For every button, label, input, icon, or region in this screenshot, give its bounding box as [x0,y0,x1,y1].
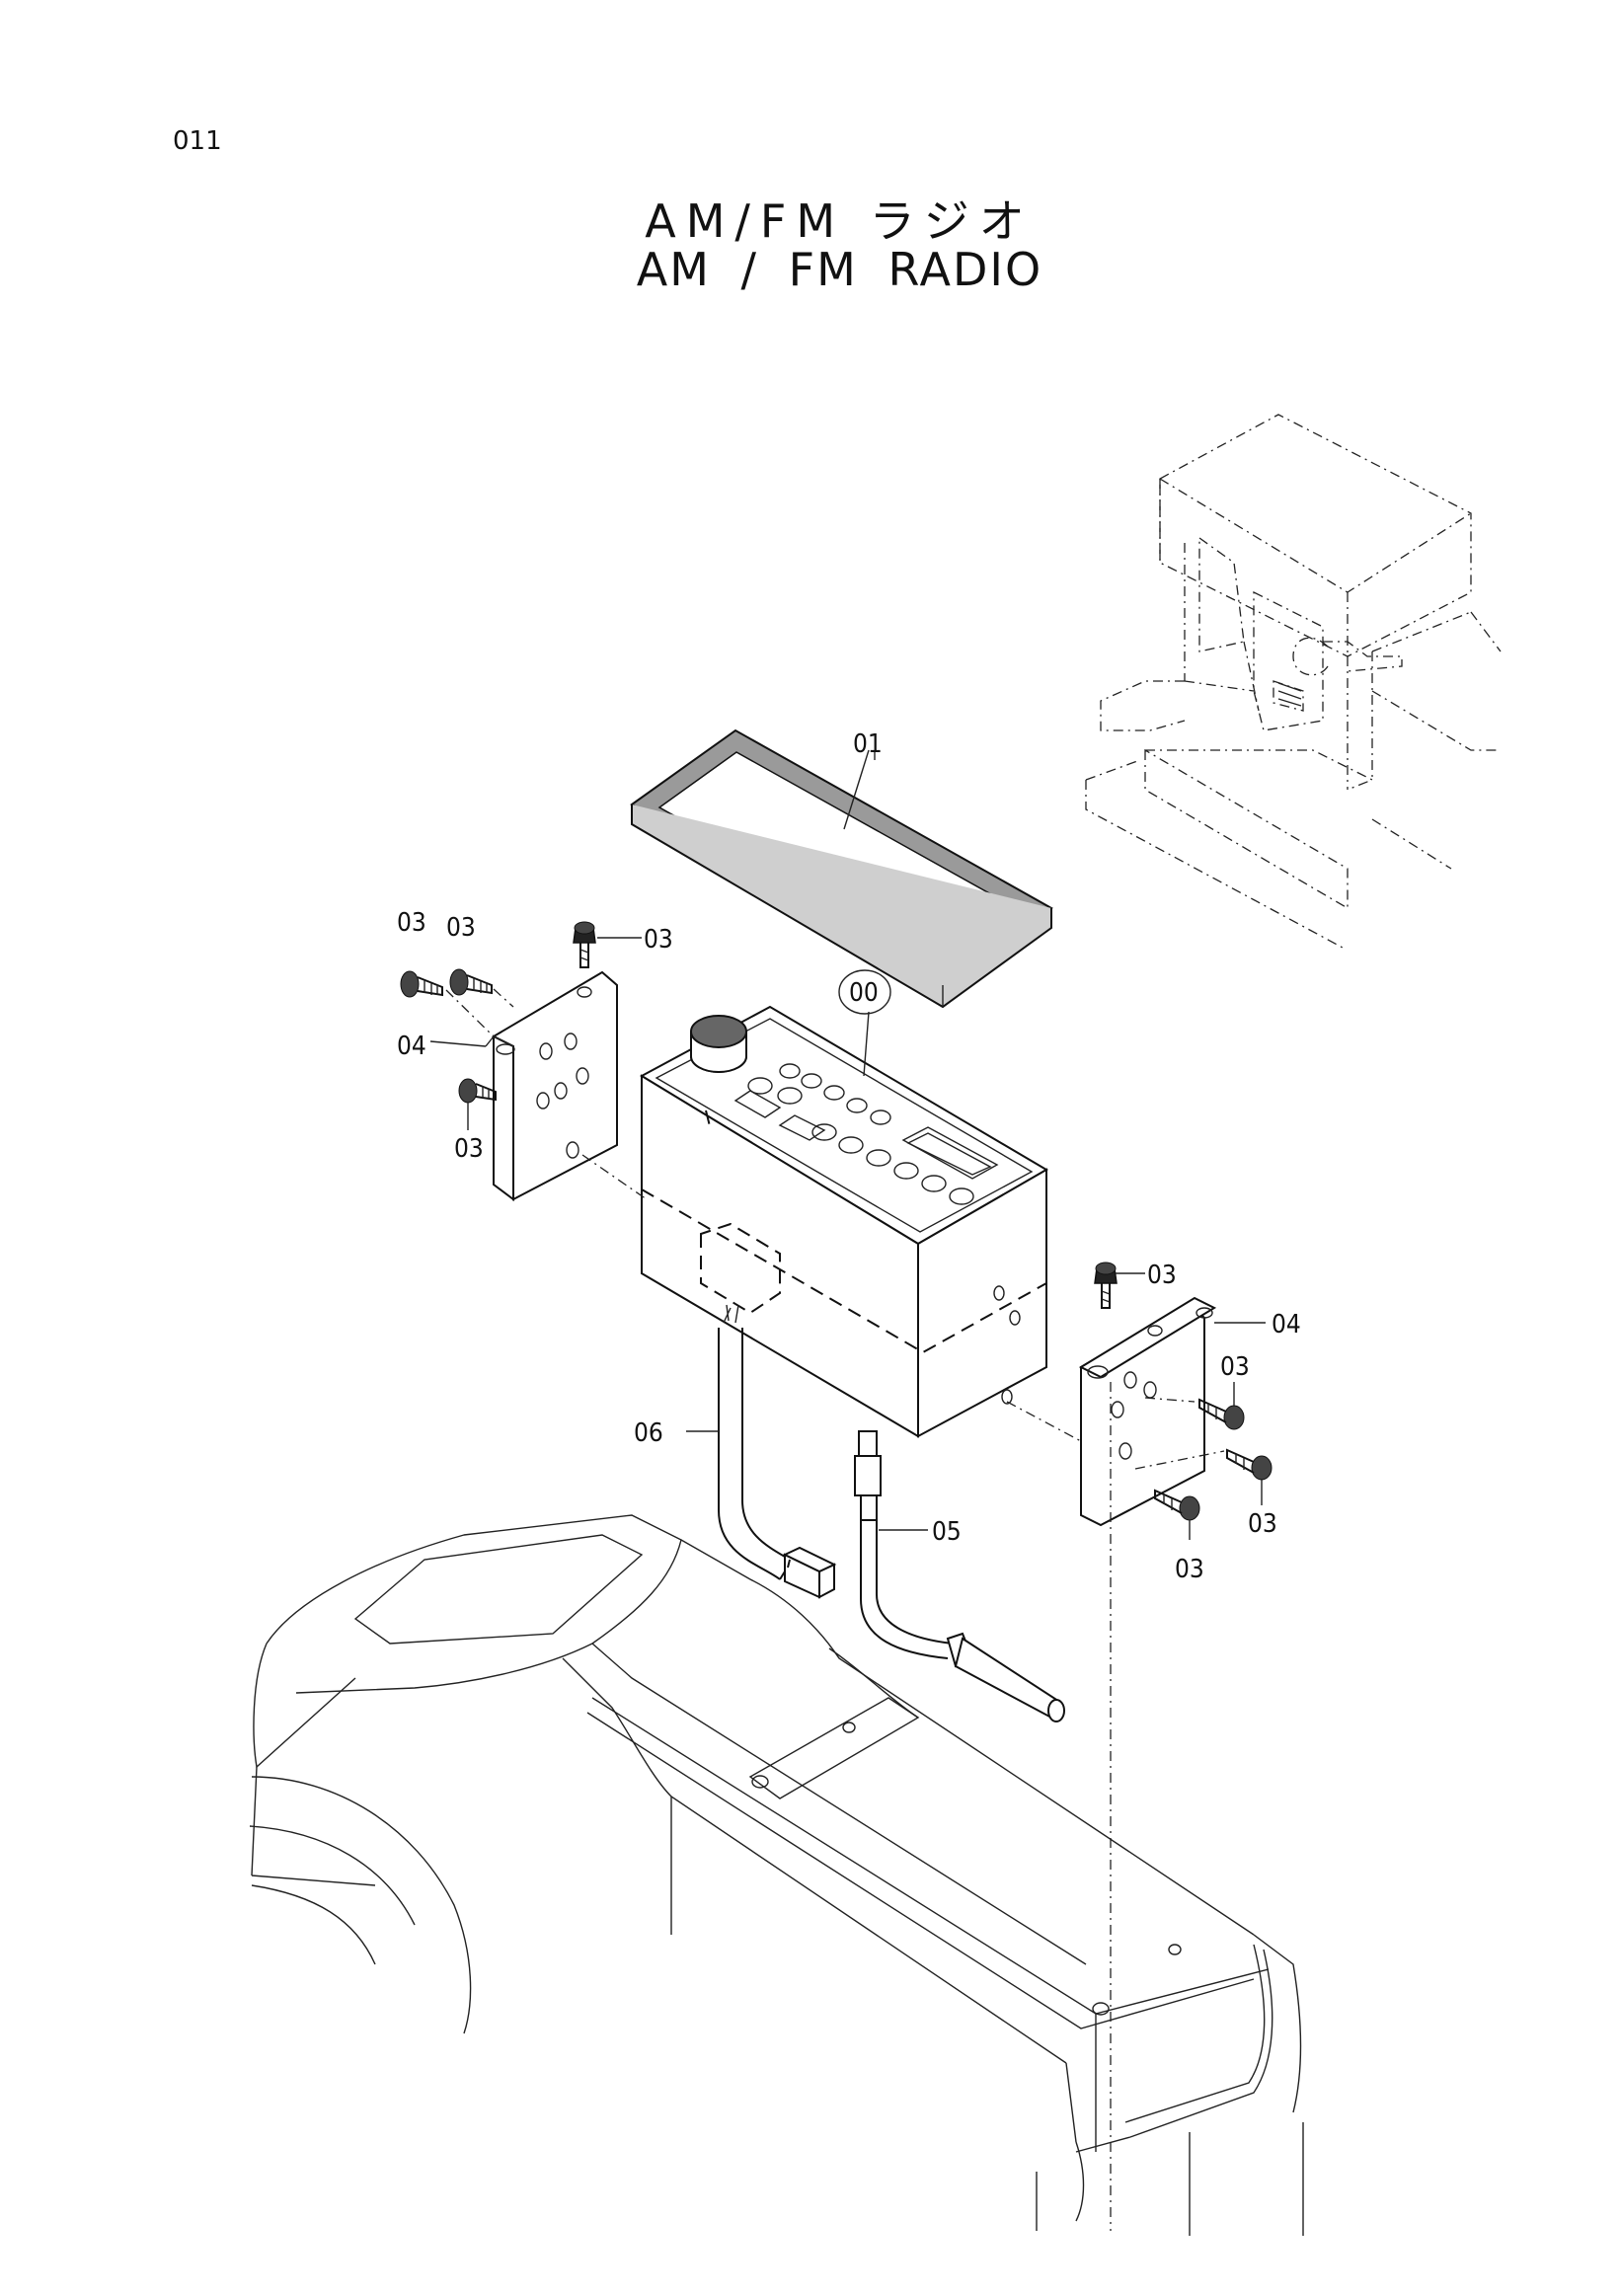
title-english: AM / FM RADIO [636,243,1043,296]
callout-03-c: 03 [644,925,673,955]
callout-03-g: 03 [1248,1509,1277,1539]
part-06-wire-harness [718,1304,837,1599]
part-04-left-bracket [485,970,648,1201]
page-number: 011 [173,126,222,156]
callout-04-right: 04 [1272,1310,1301,1339]
cab-outline [1085,414,1502,949]
callout-03-h: 03 [1175,1555,1204,1584]
callout-04-left: 04 [397,1032,426,1061]
callout-05: 05 [932,1517,962,1547]
callout-leaders [429,752,1266,1540]
callout-03-e: 03 [1147,1261,1177,1290]
part-04-right-bracket [1006,1296,1217,2231]
callout-01: 01 [853,729,883,759]
callout-03-f: 03 [1220,1352,1250,1382]
callout-00: 00 [849,978,879,1008]
part-03-screws [400,921,1273,1521]
part-05-antenna-cable [854,1430,1065,1722]
callout-03-d: 03 [454,1134,484,1164]
part-01-frame [630,728,1053,1009]
title-japanese: AM/FM ラジオ [645,194,1035,248]
callout-03-a: 03 [397,908,426,938]
callout-06: 06 [634,1418,663,1448]
callout-03-b: 03 [446,913,476,943]
console-outline [249,1514,1304,2236]
part-00-radio-unit [639,1005,1048,1438]
